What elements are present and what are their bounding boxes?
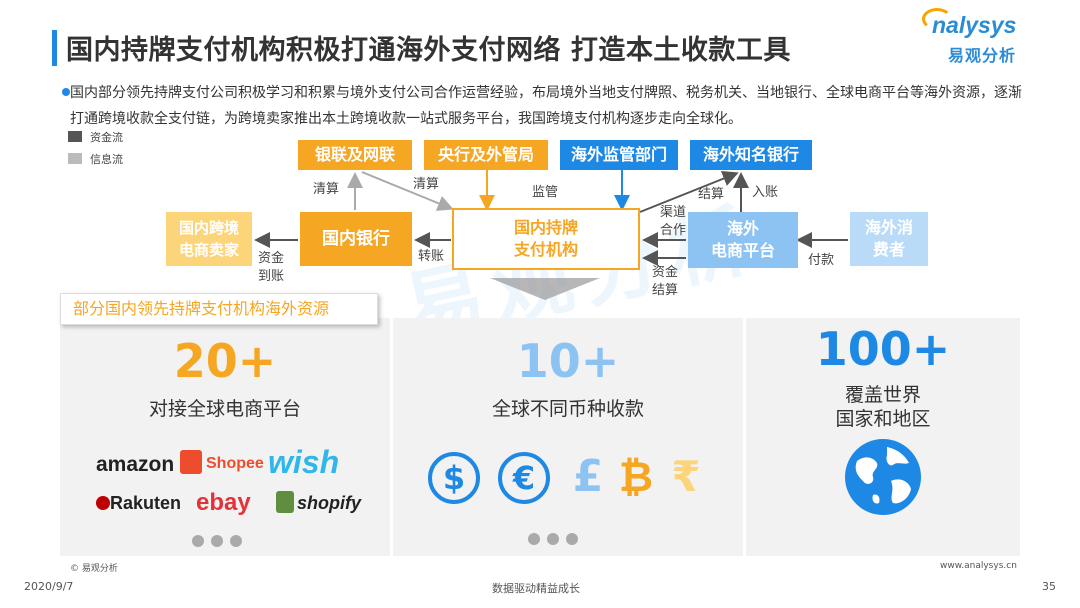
footer-source: © 易观分析 <box>70 564 118 574</box>
box-overseas-consumer: 海外消 费者 <box>850 212 928 266</box>
panel-platforms <box>60 318 390 556</box>
panel-currencies <box>393 318 743 556</box>
euro-icon: € <box>498 452 550 504</box>
arrow-settlement-bank <box>639 171 739 213</box>
section-tab-title: 部分国内领先持牌支付机构海外资源 <box>60 293 378 325</box>
baht-icon: ₿ <box>618 451 654 501</box>
label-clearing-2: 清算 <box>413 177 440 192</box>
box-domestic-bank: 国内银行 <box>300 212 412 266</box>
stat-caption-regions-2: 国家和地区 <box>835 408 931 430</box>
label-supervision: 监管 <box>532 185 559 200</box>
box-overseas-bank: 海外知名银行 <box>690 140 812 170</box>
label-fund-settlement: 资金 结算 <box>652 265 679 298</box>
logo-text-en: nalysys <box>932 12 1017 38</box>
rupee-icon: ₹ <box>671 451 701 501</box>
label-payment: 付款 <box>808 253 835 268</box>
label-channel-coop: 渠道 合作 <box>660 205 687 238</box>
page-title: 国内持牌支付机构积极打通海外支付网络 打造本土收款工具 <box>66 35 791 66</box>
stat-number-regions: 100+ <box>815 322 951 376</box>
box-overseas-regulator: 海外监管部门 <box>560 140 678 170</box>
brand-amazon-logo: amazon <box>96 453 175 476</box>
box-payment-institution: 国内持牌 支付机构 <box>452 208 640 270</box>
shopify-bag-icon <box>276 491 294 513</box>
brand-rakuten-logo: Rakuten <box>110 493 182 513</box>
legend-swatch-fund <box>68 131 82 142</box>
box-domestic-seller: 国内跨境 电商卖家 <box>166 212 252 266</box>
label-fund-arrival: 资金 到账 <box>258 251 285 284</box>
pagination-dots-2 <box>528 530 585 549</box>
brand-shopify-logo: shopify <box>297 493 362 513</box>
pound-icon: £ <box>572 450 604 502</box>
shopee-bag-icon <box>180 450 202 474</box>
stat-caption-currencies: 全球不同币种收款 <box>491 398 644 420</box>
brand-wish-logo: wish <box>268 444 340 480</box>
label-settlement-top: 结算 <box>698 187 725 202</box>
globe-icon <box>845 439 921 515</box>
stat-number-platforms: 20+ <box>173 334 277 388</box>
footer-date: 2020/9/7 <box>24 580 74 593</box>
arrow-clearing-diag <box>361 171 454 211</box>
label-deposit: 入账 <box>752 185 779 200</box>
label-clearing-1: 清算 <box>313 182 340 197</box>
label-transfer: 转账 <box>418 249 445 264</box>
dollar-icon: $ <box>428 452 480 504</box>
stat-caption-regions-1: 覆盖世界 <box>844 384 921 406</box>
rakuten-r-icon <box>96 496 110 510</box>
legend-label-fund: 资金流 <box>90 131 123 144</box>
logo-arc <box>922 8 952 30</box>
legend-swatch-info <box>68 153 82 164</box>
description-text: 国内部分领先持牌支付公司积极学习和积累与境外支付公司合作运营经验，布局境外当地支… <box>70 85 1022 127</box>
box-overseas-platform: 海外 电商平台 <box>688 212 798 268</box>
footer-website: www.analysys.cn <box>940 561 1017 571</box>
bullet-dot <box>62 88 70 96</box>
footer-slogan: 数据驱动精益成长 <box>492 582 580 595</box>
brand-shopee-logo: Shopee <box>206 455 264 472</box>
stat-caption-platforms: 对接全球电商平台 <box>148 398 301 420</box>
box-unionpay: 银联及网联 <box>298 140 412 170</box>
panel-regions <box>746 318 1020 556</box>
box-central-bank: 央行及外管局 <box>424 140 548 170</box>
stat-number-currencies: 10+ <box>516 334 620 388</box>
legend-label-info: 信息流 <box>90 153 123 166</box>
pagination-dots-1 <box>192 532 249 551</box>
brand-ebay-logo: ebay <box>196 489 251 516</box>
footer-page-number: 35 <box>1042 580 1056 593</box>
logo-text-cn: 易观分析 <box>948 46 1017 65</box>
chevron-down-shape <box>490 278 600 300</box>
title-accent-bar <box>52 30 57 66</box>
